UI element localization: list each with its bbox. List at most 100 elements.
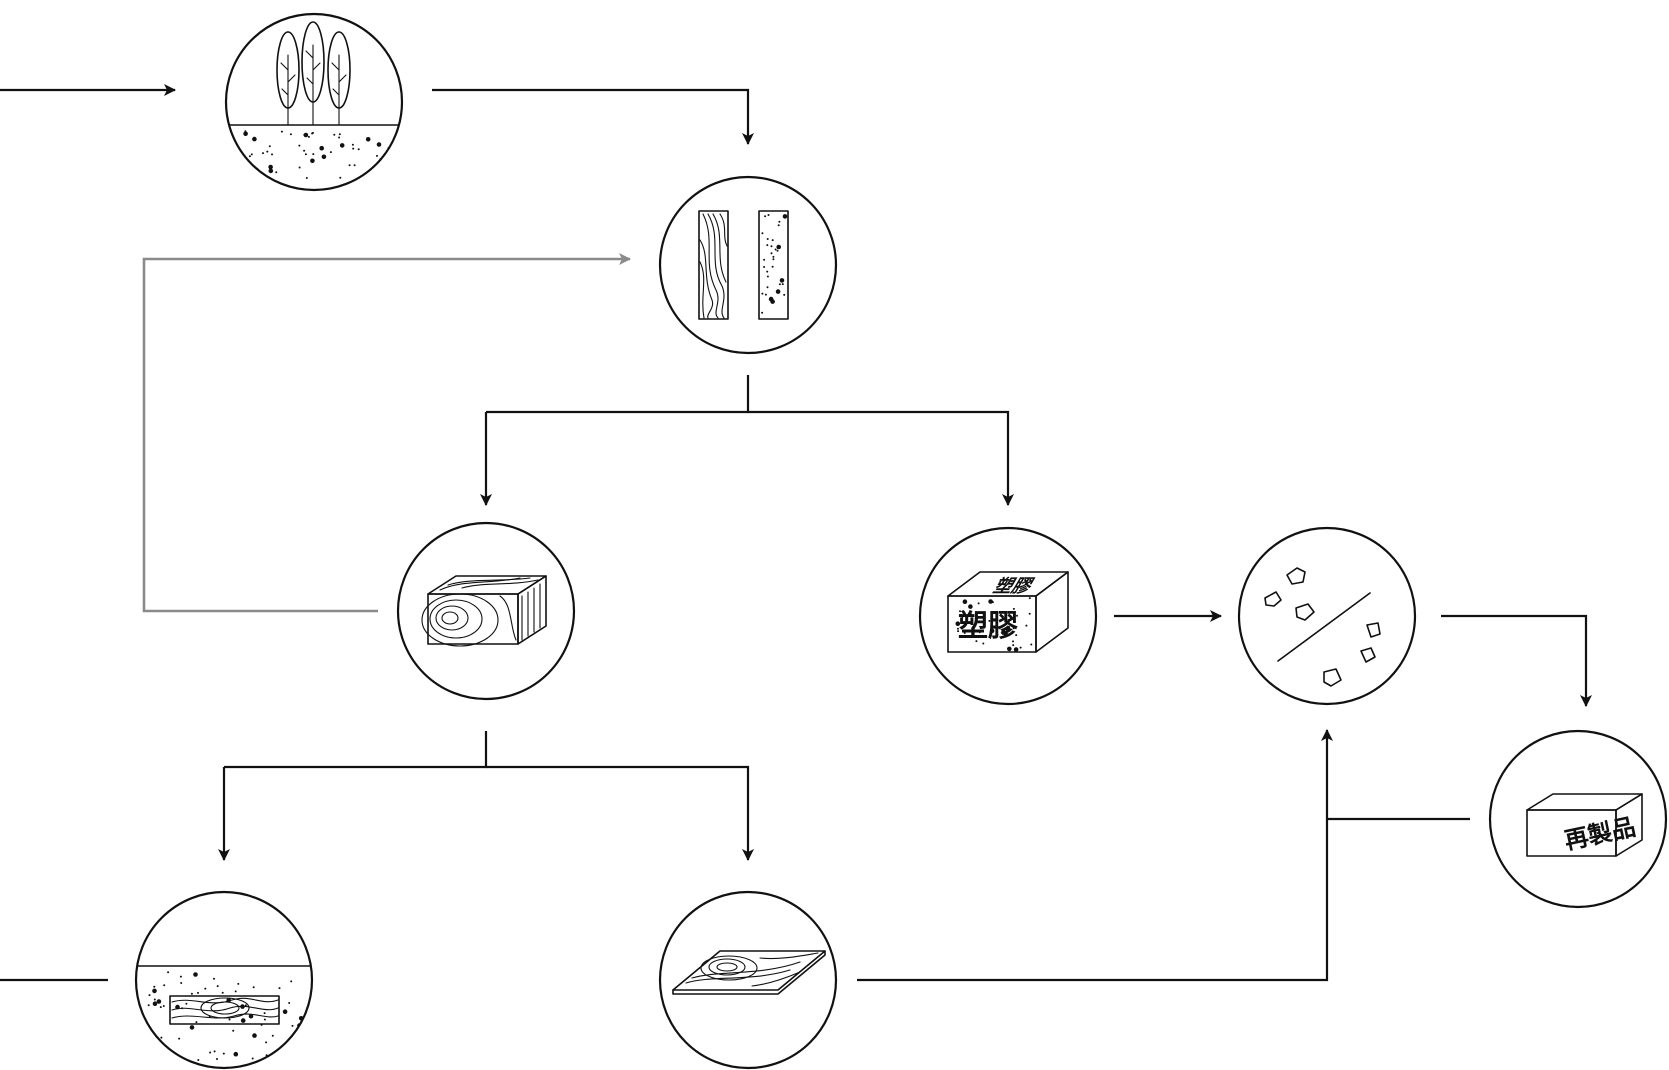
node-veneer-sheet — [658, 890, 838, 1070]
texture-dot — [268, 168, 274, 174]
texture-dot — [288, 1056, 290, 1059]
texture-dot — [213, 977, 215, 980]
texture-dot — [761, 311, 764, 314]
texture-dot — [963, 611, 966, 614]
texture-dot — [250, 178, 253, 181]
texture-dot — [189, 1025, 195, 1030]
texture-dot — [304, 1029, 309, 1034]
texture-dot — [153, 985, 156, 988]
texture-dot — [1028, 597, 1031, 600]
texture-dot — [333, 133, 336, 136]
texture-dot — [776, 244, 781, 250]
texture-dot — [180, 982, 183, 984]
texture-dot — [1015, 634, 1018, 637]
texture-dot — [1001, 629, 1006, 635]
texture-dot — [1012, 644, 1015, 647]
texture-dot — [248, 155, 251, 158]
timber-block-icon — [421, 575, 547, 647]
texture-dot — [216, 1058, 218, 1060]
texture-dot — [240, 1018, 246, 1023]
texture-dot — [365, 174, 371, 179]
texture-dot — [232, 170, 235, 173]
texture-dot — [307, 135, 310, 138]
texture-dot — [298, 166, 301, 169]
texture-dot — [996, 633, 999, 636]
texture-dot — [763, 258, 766, 261]
texture-dot — [357, 148, 360, 151]
texture-dot — [1012, 627, 1015, 630]
texture-dot — [303, 149, 306, 152]
texture-dot — [305, 1028, 308, 1031]
texture-dot — [770, 252, 773, 255]
texture-dot — [178, 1037, 181, 1040]
node-crushed-particles — [1237, 526, 1417, 706]
texture-dot — [162, 1005, 165, 1007]
node-buried-wood — [134, 890, 314, 1070]
texture-dot — [300, 1025, 303, 1028]
texture-dot — [289, 133, 292, 136]
texture-dot — [783, 293, 786, 296]
texture-dot — [139, 1014, 141, 1017]
texture-dot — [234, 990, 237, 993]
texture-dot — [190, 992, 193, 995]
texture-dot — [352, 147, 355, 150]
texture-dot — [1012, 640, 1014, 643]
texture-dot — [1016, 614, 1018, 617]
texture-dot — [351, 143, 354, 146]
texture-dot — [329, 151, 332, 154]
wood-in-soil-icon — [136, 965, 312, 1061]
texture-dot — [761, 232, 764, 235]
texture-dot — [766, 275, 769, 278]
node-forest — [224, 12, 404, 192]
texture-dot — [764, 293, 767, 296]
texture-dot — [771, 239, 774, 242]
texture-dot — [153, 998, 156, 1001]
texture-dot — [156, 999, 162, 1004]
texture-dot — [265, 1054, 268, 1057]
texture-dot — [235, 146, 237, 149]
texture-dot — [288, 1002, 291, 1004]
texture-dot — [988, 619, 991, 622]
texture-dot — [243, 131, 248, 137]
texture-dot — [338, 133, 341, 136]
materials-split-line — [486, 375, 750, 414]
texture-dot — [148, 994, 151, 997]
materials-to-plastic-arrow — [748, 410, 1014, 506]
texture-dot — [766, 270, 769, 273]
texture-dot — [978, 631, 981, 634]
wood-veneer-sheet-icon — [672, 950, 826, 995]
texture-dot — [163, 984, 166, 987]
texture-dot — [263, 1018, 266, 1021]
texture-dot — [767, 214, 770, 216]
texture-dot — [291, 1024, 294, 1027]
texture-dot — [312, 153, 315, 156]
texture-dot — [989, 628, 995, 634]
texture-dot — [275, 171, 278, 174]
texture-dot — [213, 1050, 216, 1053]
connector-lines — [0, 84, 1592, 982]
texture-dot — [271, 1034, 274, 1037]
texture-dot — [271, 153, 273, 156]
texture-dot — [167, 971, 170, 974]
texture-dot — [779, 278, 785, 283]
texture-dot — [365, 137, 371, 142]
texture-dot — [1012, 607, 1015, 610]
particles-to-product-arrow — [1441, 614, 1592, 707]
texture-dot — [766, 238, 769, 240]
texture-dot — [768, 296, 774, 302]
texture-dot — [250, 153, 253, 156]
texture-dot — [1030, 643, 1033, 646]
texture-dot — [185, 1002, 188, 1005]
texture-dot — [209, 1051, 212, 1054]
texture-dot — [265, 1041, 268, 1044]
texture-dot — [959, 610, 961, 613]
texture-dot — [197, 1059, 200, 1061]
crushed-particles-icon — [1264, 567, 1381, 687]
texture-dot — [243, 177, 246, 180]
plastic-block-label: 塑膠 — [958, 609, 1018, 644]
texture-dot — [772, 258, 775, 261]
texture-dot — [159, 1006, 162, 1009]
texture-dot — [197, 991, 199, 994]
texture-dot — [778, 283, 781, 286]
texture-dot — [968, 604, 973, 609]
